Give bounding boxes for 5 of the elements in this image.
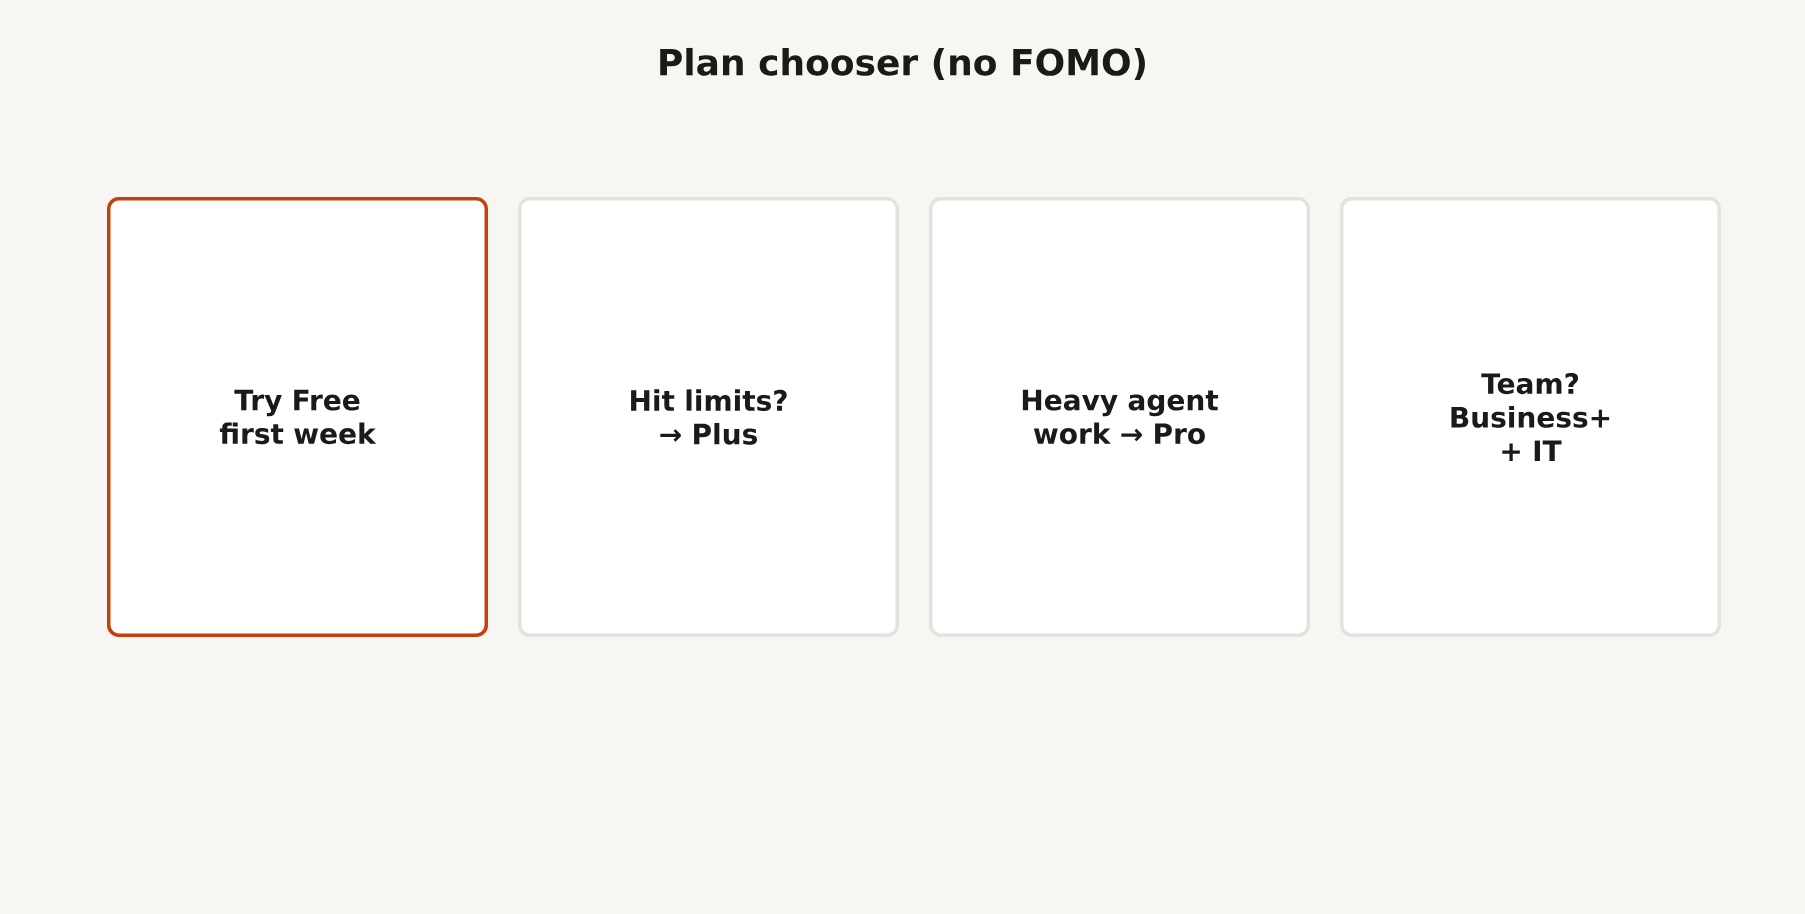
plan-card: Heavy agent work → Pro	[929, 197, 1310, 637]
plan-card: Hit limits? → Plus	[518, 197, 899, 637]
plan-card: Try Free first week	[107, 197, 488, 637]
title: Plan chooser (no FOMO)	[660, 47, 1145, 81]
plan-card: Team? Business+ + IT	[1340, 197, 1721, 637]
